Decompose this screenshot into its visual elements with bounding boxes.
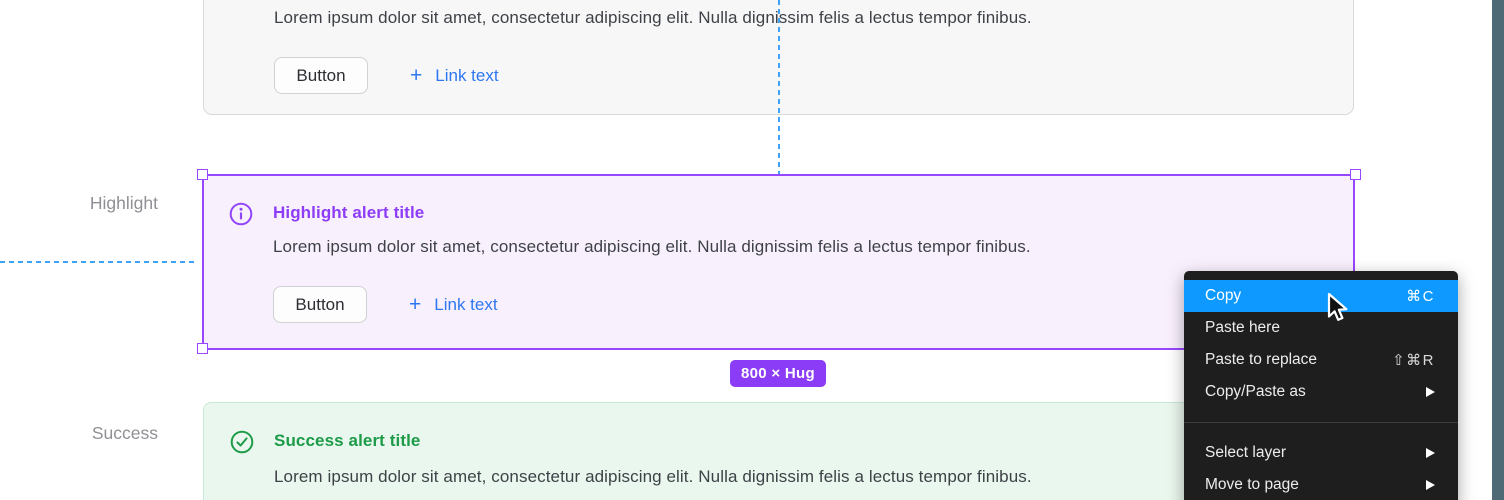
check-circle-icon — [230, 430, 254, 454]
selection-handle-bottom-left[interactable] — [197, 343, 208, 354]
selection-handle-top-left[interactable] — [197, 169, 208, 180]
context-menu: Copy ⌘C Paste here Paste to replace ⇧⌘R … — [1184, 271, 1458, 500]
submenu-arrow-icon — [1426, 448, 1435, 458]
alert-body-text: Lorem ipsum dolor sit amet, consectetur … — [274, 467, 1032, 486]
alert-title: Highlight alert title — [273, 203, 425, 222]
menu-item-copy[interactable]: Copy ⌘C — [1184, 280, 1458, 312]
menu-divider — [1184, 422, 1458, 423]
menu-item-paste-here[interactable]: Paste here — [1184, 312, 1458, 344]
horizontal-dashed-guide — [0, 261, 198, 263]
plus-icon: + — [410, 64, 423, 87]
alert-link[interactable]: + Link text — [409, 294, 498, 315]
alert-actions-row: Button + Link text — [273, 286, 498, 323]
submenu-arrow-icon — [1426, 387, 1435, 397]
alert-button[interactable]: Button — [273, 286, 367, 323]
submenu-arrow-icon — [1426, 480, 1435, 490]
size-badge: 800 × Hug — [730, 360, 826, 387]
alert-body-text: Lorem ipsum dolor sit amet, consectetur … — [274, 8, 1032, 27]
menu-shortcut: ⌘C — [1406, 288, 1435, 305]
menu-item-move-to-page[interactable]: Move to page — [1184, 469, 1458, 500]
success-alert-card[interactable]: Success alert title Lorem ipsum dolor si… — [203, 402, 1354, 500]
alert-link[interactable]: + Link text — [410, 65, 499, 86]
mouse-cursor-icon — [1327, 292, 1348, 321]
menu-item-copy-paste-as[interactable]: Copy/Paste as — [1184, 376, 1458, 408]
alert-title: Success alert title — [274, 431, 421, 450]
menu-shortcut: ⇧⌘R — [1392, 352, 1435, 369]
menu-item-label: Select layer — [1205, 444, 1286, 461]
selection-handle-top-right[interactable] — [1350, 169, 1361, 180]
menu-item-label: Move to page — [1205, 476, 1299, 493]
canvas-label-success: Success — [91, 423, 158, 443]
alert-button[interactable]: Button — [274, 57, 368, 94]
alert-actions-row: Button + Link text — [274, 57, 499, 94]
plus-icon: + — [409, 293, 422, 316]
menu-item-paste-to-replace[interactable]: Paste to replace ⇧⌘R — [1184, 344, 1458, 376]
info-icon — [229, 202, 253, 226]
selection-border — [202, 174, 1355, 350]
menu-item-select-layer[interactable]: Select layer — [1184, 437, 1458, 469]
alert-body-text: Lorem ipsum dolor sit amet, consectetur … — [273, 237, 1031, 256]
menu-item-label: Copy — [1205, 287, 1242, 304]
menu-item-label: Copy/Paste as — [1205, 383, 1306, 400]
highlight-alert-card[interactable]: Highlight alert title Lorem ipsum dolor … — [203, 175, 1354, 349]
menu-item-label: Paste here — [1205, 319, 1280, 336]
menu-item-label: Paste to replace — [1205, 351, 1318, 368]
right-panel-edge — [1492, 0, 1504, 500]
vertical-dashed-guide — [778, 0, 780, 175]
alert-link-label: Link text — [434, 294, 498, 314]
canvas-label-highlight: Highlight — [89, 193, 158, 213]
alert-link-label: Link text — [435, 65, 499, 85]
